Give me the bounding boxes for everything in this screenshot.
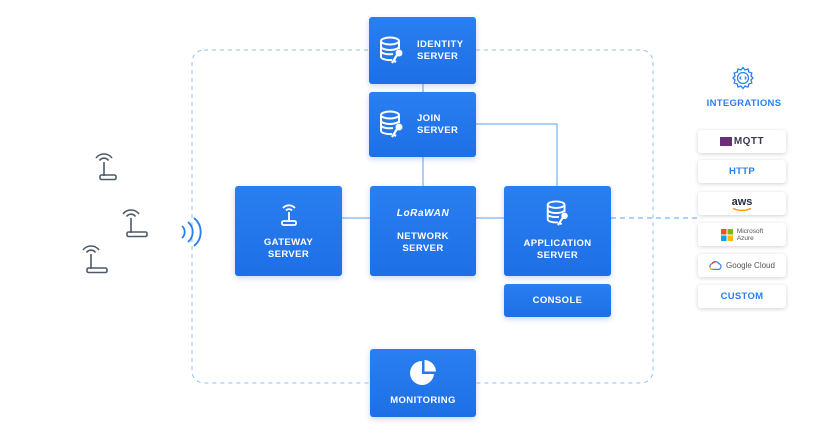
gateway-server-label-2: SERVER [267, 249, 310, 260]
gateway-server-box: GATEWAY SERVER [235, 186, 342, 276]
application-server-label-2: SERVER [536, 250, 579, 261]
database-key-icon [546, 200, 568, 226]
integration-custom: CUSTOM [698, 285, 786, 308]
join-server-label-2: SERVER [417, 124, 459, 136]
integration-azure-line-1: Microsoft [736, 227, 764, 235]
application-server-label-1: APPLICATION [523, 238, 592, 249]
integration-google-cloud-label: Google Cloud [726, 261, 775, 270]
antenna-device-icon [82, 245, 108, 274]
mqtt-logo-icon [719, 137, 732, 146]
integration-aws: aws [698, 192, 786, 215]
gear-code-icon [732, 66, 754, 90]
integration-mqtt-label: MQTT [733, 136, 765, 147]
pie-chart-icon [410, 360, 436, 385]
radio-waves-icon [181, 217, 202, 247]
integration-custom-label: CUSTOM [720, 291, 764, 302]
console-label: CONSOLE [532, 294, 583, 306]
console-box: CONSOLE [504, 284, 611, 317]
network-server-label-2: SERVER [402, 242, 444, 254]
integration-http: HTTP [698, 160, 786, 183]
antenna-device-icon [122, 209, 148, 238]
aws-smile-icon [732, 207, 752, 211]
network-server-box: LoRaWAN NETWORK SERVER [370, 186, 476, 276]
integration-aws-label: aws [731, 195, 753, 208]
join-server-label-1: JOIN [417, 112, 441, 124]
integration-google-cloud: Google Cloud [698, 254, 786, 277]
google-cloud-icon [709, 261, 722, 270]
gateway-antenna-icon [280, 204, 297, 226]
database-key-icon [380, 110, 403, 138]
antenna-device-icon [95, 153, 117, 181]
lorawan-logo: LoRaWAN [396, 207, 450, 219]
integration-http-label: HTTP [728, 166, 755, 177]
microsoft-logo-icon [720, 228, 733, 241]
integration-azure-line-2: Azure [736, 234, 754, 242]
identity-server-label-1: IDENTITY [417, 38, 464, 50]
identity-server-label-2: SERVER [417, 50, 459, 62]
application-server-box: APPLICATION SERVER [504, 186, 611, 276]
identity-server-box: IDENTITY SERVER [369, 17, 476, 84]
monitoring-label: MONITORING [390, 395, 456, 406]
monitoring-box: MONITORING [370, 349, 476, 417]
integration-azure: Microsoft Azure [698, 223, 786, 246]
join-server-box: JOIN SERVER [369, 92, 476, 157]
gateway-server-label-1: GATEWAY [263, 237, 314, 248]
integrations-title: INTEGRATIONS [706, 98, 782, 109]
integration-mqtt: MQTT [698, 130, 786, 153]
link-join-application [476, 123, 558, 186]
network-server-label-1: NETWORK [397, 230, 449, 242]
database-key-icon [380, 36, 403, 64]
integration-azure-label: Microsoft Azure [737, 228, 763, 242]
